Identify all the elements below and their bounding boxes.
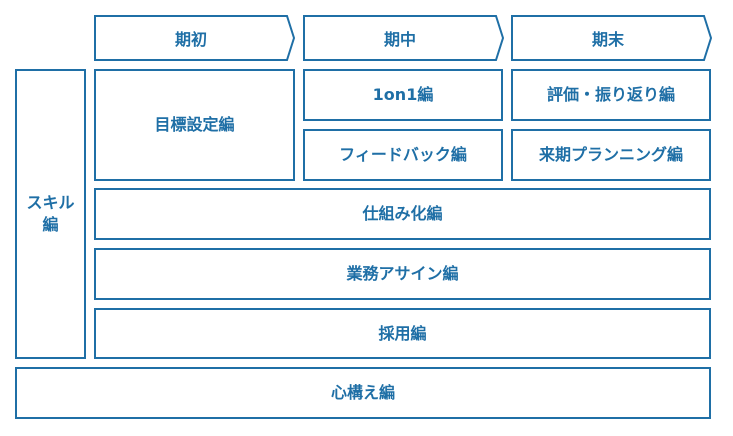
next-planning-label: 来期プランニング編 bbox=[538, 145, 683, 165]
phase-label-end: 期末 bbox=[591, 30, 624, 49]
mindset-box: 心構え編 bbox=[15, 367, 711, 419]
arrow-shape bbox=[303, 15, 505, 61]
arrow-shape bbox=[511, 15, 713, 61]
mechanism-box: 仕組み化編 bbox=[94, 188, 711, 240]
next-planning-box: 来期プランニング編 bbox=[511, 129, 711, 181]
phase-label-start: 期初 bbox=[174, 30, 207, 49]
goal-setting-box: 目標設定編 bbox=[94, 69, 295, 181]
feedback-label: フィードバック編 bbox=[339, 145, 467, 165]
arrow-shape bbox=[94, 15, 296, 61]
evaluation-label: 評価・振り返り編 bbox=[546, 85, 675, 105]
phase-label-middle: 期中 bbox=[383, 30, 416, 49]
hiring-label: 採用編 bbox=[378, 323, 427, 343]
skill-box: スキル 編 bbox=[15, 69, 86, 359]
mechanism-label: 仕組み化編 bbox=[362, 204, 443, 224]
assignment-label: 業務アサイン編 bbox=[346, 264, 459, 284]
one-on-one-label: 1on1編 bbox=[372, 85, 434, 105]
phase-arrow-start: 期初 bbox=[94, 15, 296, 61]
one-on-one-box: 1on1編 bbox=[303, 69, 503, 121]
mindset-label: 心構え編 bbox=[330, 383, 395, 403]
assignment-box: 業務アサイン編 bbox=[94, 248, 711, 300]
skill-label-line1: スキル bbox=[26, 193, 75, 213]
hiring-box: 採用編 bbox=[94, 308, 711, 359]
phase-arrow-middle: 期中 bbox=[303, 15, 505, 61]
phase-arrow-end: 期末 bbox=[511, 15, 713, 61]
evaluation-box: 評価・振り返り編 bbox=[511, 69, 711, 121]
feedback-box: フィードバック編 bbox=[303, 129, 503, 181]
skill-label-line2: 編 bbox=[42, 215, 59, 234]
goal-setting-label: 目標設定編 bbox=[154, 115, 235, 135]
